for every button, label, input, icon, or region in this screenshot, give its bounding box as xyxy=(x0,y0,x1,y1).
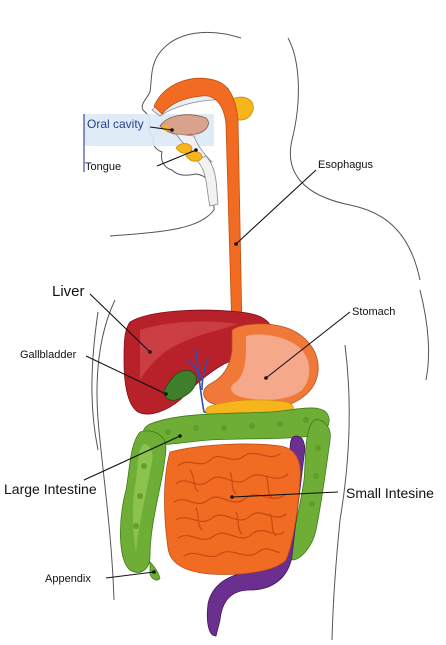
small-intestine xyxy=(164,443,301,575)
liver-lobe-highlight xyxy=(140,321,238,380)
stomach-label: Stomach xyxy=(352,306,395,318)
large-intestine xyxy=(120,407,331,581)
small-intestine-leader xyxy=(231,491,339,498)
stomach-inner xyxy=(231,334,310,400)
appendix-leader xyxy=(105,571,155,579)
stomach xyxy=(203,323,319,411)
left-arm-outline xyxy=(91,311,99,451)
leader-dots xyxy=(148,128,268,574)
right-torso-outline xyxy=(331,344,350,641)
throat-shape xyxy=(195,155,219,207)
liver-label: Liver xyxy=(52,283,85,300)
neck-back-outline xyxy=(287,37,421,281)
gallbladder xyxy=(163,370,197,401)
leader-lines xyxy=(83,114,351,579)
tongue-label: Tongue xyxy=(85,161,121,173)
sublingual-gland xyxy=(175,143,193,154)
esophagus-leader xyxy=(235,169,317,245)
left-torso-outline xyxy=(96,299,116,601)
right-arm-outline xyxy=(419,289,429,381)
large-intestine-leader xyxy=(83,435,181,481)
stomach-leader xyxy=(265,311,351,379)
small-gland-dot xyxy=(163,125,169,131)
small-intestine-label: Small Intesine xyxy=(346,485,434,501)
colon-haustra xyxy=(133,417,321,529)
gallbladder-leader xyxy=(85,355,167,395)
esophagus-label: Esophagus xyxy=(318,159,374,171)
large-intestine-label: Large Intestine xyxy=(4,481,97,497)
descending-colon xyxy=(291,419,331,561)
body-outline xyxy=(91,31,429,641)
small-intestine-coils xyxy=(173,452,289,558)
oral-cavity-label: Oral cavity xyxy=(87,117,144,131)
liver-leader xyxy=(89,293,151,353)
shoulder-outline xyxy=(109,209,215,237)
appendix-label: Appendix xyxy=(45,573,91,585)
oral-cavity-leader xyxy=(149,126,173,131)
tongue-leader xyxy=(156,149,197,167)
gallbladder-label: Gallbladder xyxy=(20,349,77,361)
